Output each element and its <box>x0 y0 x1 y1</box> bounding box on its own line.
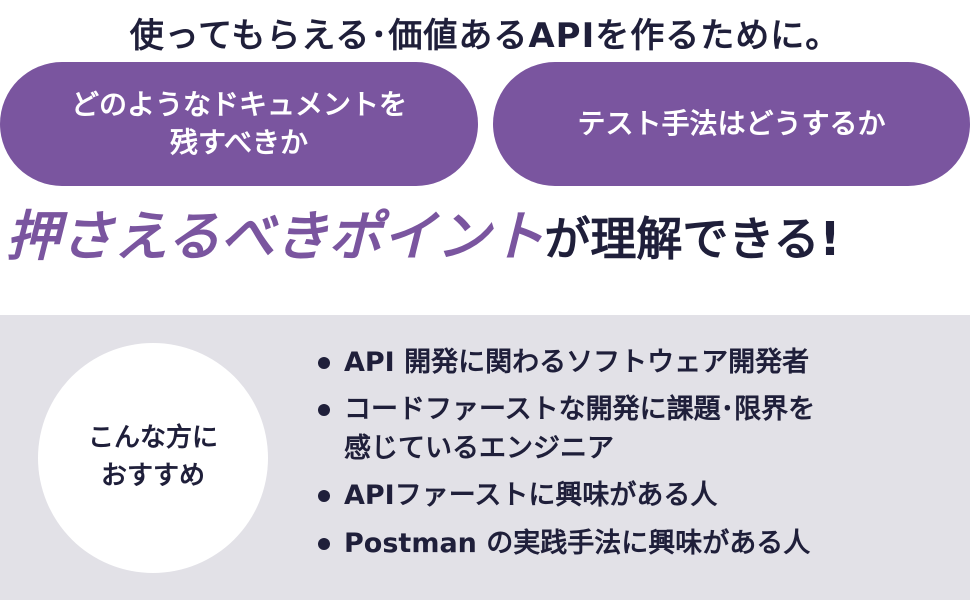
list-item: API 開発に関わるソフトウェア開発者 <box>318 343 815 382</box>
topic-pill-testing: テスト手法はどうするか <box>493 62 970 186</box>
pill-line: テスト手法はどうするか <box>577 107 886 141</box>
recommend-badge: こんな方に おすすめ <box>38 343 268 573</box>
list-item-text: 感じているエンジニア <box>344 433 614 465</box>
list-item-text: コードファーストな開発に課題･限界を <box>344 394 816 426</box>
tagline-highlight: 押さえるべきポイント <box>6 205 545 268</box>
bullet-icon <box>318 404 330 417</box>
list-item-text: APIファーストに興味がある人 <box>344 480 718 512</box>
pill-line: 残すべきか <box>169 126 309 159</box>
bullet-icon <box>318 490 330 503</box>
bullet-icon <box>318 357 330 369</box>
pill-line: どのようなドキュメントを <box>70 88 407 122</box>
badge-line: おすすめ <box>100 461 205 491</box>
recommend-list: API 開発に関わるソフトウェア開発者 コードファーストな開発に課題･限界を 感… <box>318 343 815 571</box>
list-item-text: API 開発に関わるソフトウェア開発者 <box>344 347 810 378</box>
badge-line: こんな方に <box>87 423 218 454</box>
topic-pill-documentation: どのようなドキュメントを 残すべきか <box>0 62 478 186</box>
tagline-rest: が理解できる! <box>544 212 841 266</box>
list-item: コードファーストな開発に課題･限界を 感じているエンジニア <box>318 390 815 468</box>
headline: 使ってもらえる･価値あるAPIを作るために。 <box>129 16 841 56</box>
tagline: 押さえるべきポイントが理解できる! <box>6 192 840 271</box>
list-item: Postman の実践手法に興味がある人 <box>318 524 815 563</box>
hero-section: 使ってもらえる･価値あるAPIを作るために。 どのようなドキュメントを 残すべき… <box>0 16 970 271</box>
list-item: APIファーストに興味がある人 <box>318 476 815 515</box>
bullet-icon <box>318 537 330 550</box>
recommend-panel: こんな方に おすすめ API 開発に関わるソフトウェア開発者 コードファーストな… <box>0 315 970 600</box>
list-item-text: Postman の実践手法に興味がある人 <box>344 527 811 559</box>
